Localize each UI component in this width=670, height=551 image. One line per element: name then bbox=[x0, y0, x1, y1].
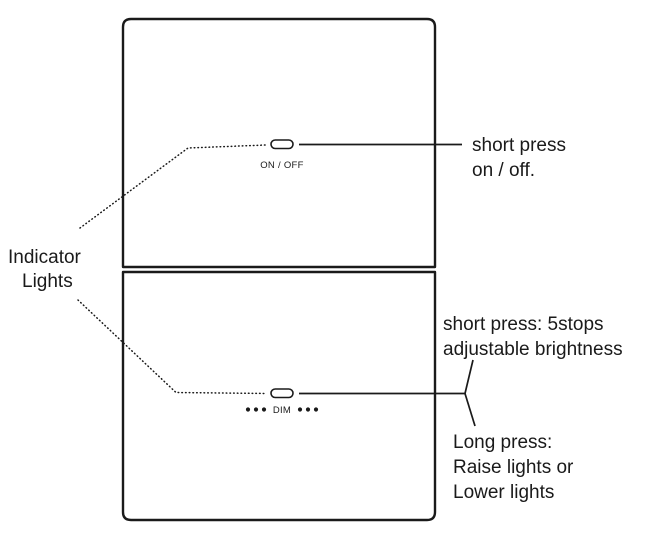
top-rocker-panel[interactable] bbox=[121, 17, 437, 269]
indicator-lights-label-line2: Lights bbox=[22, 271, 73, 292]
indicator-lights-label-line1: Indicator bbox=[8, 247, 82, 268]
dim-indicator-light bbox=[270, 388, 294, 399]
annotation-brightness-line2: adjustable brightness bbox=[443, 339, 623, 360]
callout-branch-short-press bbox=[464, 359, 474, 394]
annotation-long-press-line2: Raise lights or bbox=[453, 457, 574, 478]
on-off-button-label: ON / OFF bbox=[260, 160, 304, 171]
dim-button-label: DIM bbox=[273, 405, 291, 416]
bottom-rocker-panel[interactable] bbox=[121, 270, 437, 522]
leader-line-bottom-indicator bbox=[77, 299, 267, 395]
annotation-long-press-line1: Long press: bbox=[453, 432, 552, 453]
annotation-long-press-line3: Lower lights bbox=[453, 482, 554, 503]
dim-left-dots bbox=[245, 407, 267, 412]
dim-right-dots bbox=[297, 407, 319, 412]
callout-branch-long-press bbox=[464, 393, 476, 427]
annotation-short-press-line1: short press bbox=[472, 135, 566, 156]
annotation-short-press-line2: on / off. bbox=[472, 160, 535, 181]
on-off-indicator-light bbox=[270, 139, 294, 150]
leader-line-top-indicator bbox=[79, 144, 267, 229]
annotation-brightness-line1: short press: 5stops bbox=[443, 314, 604, 335]
